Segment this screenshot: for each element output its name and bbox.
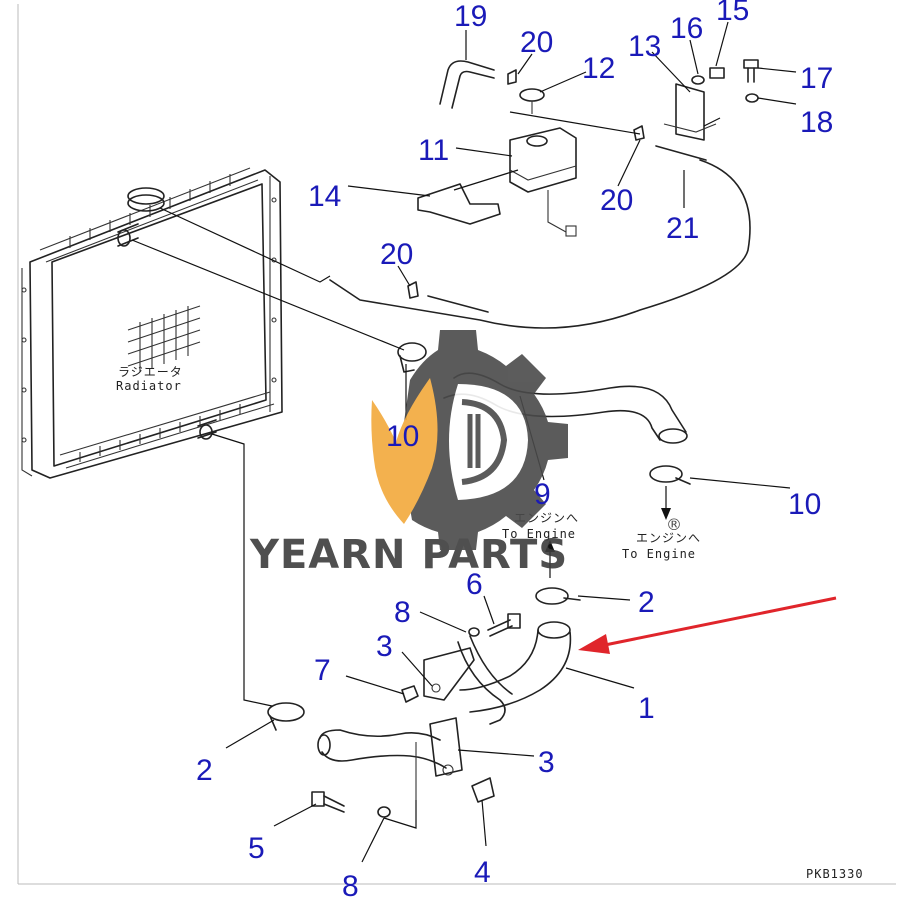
bolt-17 [743, 59, 759, 83]
overflow-hose [439, 60, 495, 109]
frame-border [17, 4, 896, 885]
callout-3-lower: 3 [538, 746, 555, 779]
lower-pipe [317, 717, 463, 800]
callout-15: 15 [716, 0, 749, 27]
callout-2-lower: 2 [196, 754, 213, 787]
watermark-brand: YEARN PARTS [249, 532, 568, 578]
radiator: ラジエータ Radiator [21, 167, 283, 479]
callout-6: 6 [466, 568, 483, 601]
lower-hose-1 [459, 621, 572, 713]
callout-10-upper: 10 [386, 420, 419, 453]
connection-lines [131, 111, 641, 829]
callout-20-mid: 20 [380, 238, 413, 271]
to-engine-label-jp-2: エンジンへ [636, 531, 701, 545]
callout-8-lower: 8 [342, 870, 359, 900]
collar-4 [471, 777, 495, 803]
callout-16: 16 [670, 12, 703, 45]
tank-cap [519, 88, 545, 114]
radiator-grid-symbol [127, 305, 201, 372]
hose-clamp-upper [397, 342, 427, 373]
pipe-bracket-upper [423, 635, 513, 725]
callout-12: 12 [582, 52, 615, 85]
callout-3-upper: 3 [376, 630, 393, 663]
to-engine-label-en-2: To Engine [622, 547, 696, 561]
callout-5: 5 [248, 832, 265, 865]
radiator-label-en: Radiator [116, 379, 182, 393]
callout-10-right: 10 [788, 488, 821, 521]
bolt-5 [311, 791, 345, 813]
hose-clip-top [507, 69, 517, 85]
radiator-label-jp: ラジエータ [118, 365, 183, 379]
hose-clip-right [633, 125, 645, 141]
to-engine-label-en-1: To Engine [502, 527, 576, 541]
callout-numbers: 19 20 12 13 16 15 17 18 11 14 20 21 20 1… [196, 0, 833, 900]
callout-7: 7 [314, 654, 331, 687]
callout-1: 1 [638, 692, 655, 725]
hose-clamp-right [649, 465, 691, 485]
callout-17: 17 [800, 62, 833, 95]
callout-4: 4 [474, 856, 491, 889]
nut-15 [709, 67, 725, 79]
callout-20-right: 20 [600, 184, 633, 217]
callout-21: 21 [666, 212, 699, 245]
tank-bracket [417, 183, 501, 225]
flame-icon [371, 378, 438, 524]
clamp-2-lower [267, 702, 305, 731]
callout-9: 9 [534, 478, 551, 511]
nut-7 [401, 685, 419, 703]
hose-clip-mid [407, 281, 489, 313]
washer-18 [745, 93, 759, 103]
drawing-code: PKB1330 [806, 867, 864, 881]
washer-16 [691, 75, 705, 85]
callout-11: 11 [418, 134, 449, 167]
clamp-2-upper [535, 587, 581, 605]
callout-20-top: 20 [520, 26, 553, 59]
bolt-6 [487, 613, 521, 637]
callout-8-upper: 8 [394, 596, 411, 629]
callout-2-upper: 2 [638, 586, 655, 619]
mounting-bracket [663, 83, 717, 141]
callout-14: 14 [308, 180, 341, 213]
to-engine-arrows [545, 486, 671, 578]
highlight-arrow [578, 596, 837, 654]
leader-lines [225, 21, 797, 863]
registered-mark: ® [666, 515, 682, 534]
reservoir-tank [509, 127, 577, 237]
watermark-logo: YEARN PARTS ® [249, 330, 682, 578]
overflow-tube [329, 145, 751, 329]
callout-13: 13 [628, 30, 661, 63]
callout-18: 18 [800, 106, 833, 139]
washer-8-upper [468, 627, 480, 637]
washer-8-lower [377, 806, 391, 818]
gear-icon [400, 330, 568, 550]
callout-19: 19 [454, 0, 487, 33]
